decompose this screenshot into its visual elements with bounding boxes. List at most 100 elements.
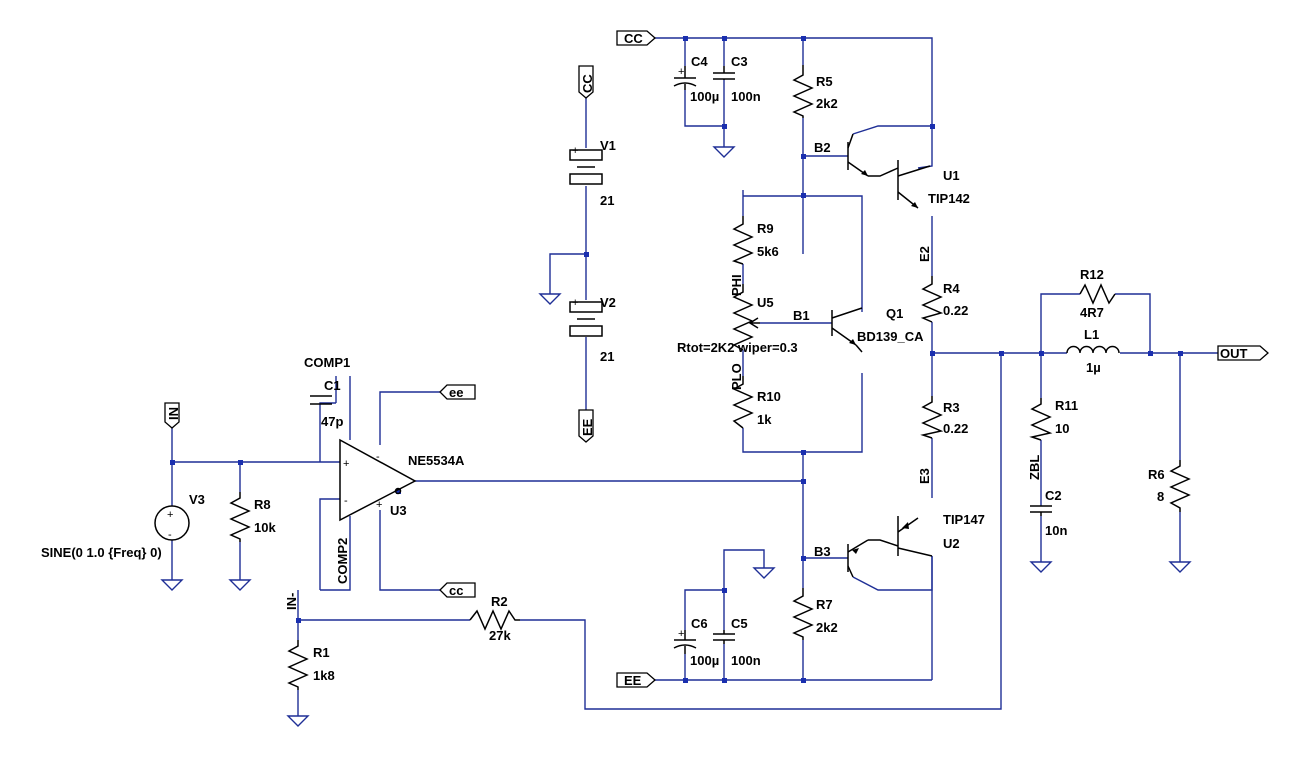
- v2-value: 21: [600, 349, 614, 364]
- u5-potentiometer: [732, 284, 754, 351]
- v1-battery: [569, 149, 603, 185]
- ee-small-flag: [439, 384, 476, 400]
- c6-capacitor: [673, 630, 697, 654]
- comp2-label: COMP2: [335, 538, 350, 584]
- svg-text:+: +: [572, 297, 578, 309]
- v1-value: 21: [600, 193, 614, 208]
- v2-battery: [569, 301, 603, 337]
- plo-label: PLO: [729, 363, 744, 390]
- r8-label: R8: [254, 497, 271, 512]
- l1-value: 1µ: [1086, 360, 1101, 375]
- cc-v1-flag: [578, 65, 594, 99]
- svg-text:-: -: [344, 495, 348, 507]
- q1-transistor: [831, 307, 863, 353]
- r4-resistor: [920, 276, 944, 323]
- junctions: [170, 36, 1183, 683]
- v3-label: V3: [189, 492, 205, 507]
- r9-resistor: [731, 216, 754, 265]
- r9-value: 5k6: [757, 244, 779, 259]
- b3-label: B3: [814, 544, 831, 559]
- c5-value: 100n: [731, 653, 761, 668]
- ground-icon: [286, 715, 310, 727]
- ground-icon: [712, 146, 736, 158]
- svg-text:cc: cc: [449, 583, 463, 598]
- ne5534a-opamp: + - - +: [339, 438, 417, 522]
- v2-label: V2: [600, 295, 616, 310]
- r8-resistor: [229, 492, 251, 542]
- r10-label: R10: [757, 389, 781, 404]
- b2-label: B2: [814, 140, 831, 155]
- r5-value: 2k2: [816, 96, 838, 111]
- r3-value: 0.22: [943, 421, 968, 436]
- svg-text:EE: EE: [624, 673, 642, 688]
- ee-bottom-flag: [616, 672, 656, 688]
- c2-capacitor: [1030, 505, 1052, 516]
- r4-label: R4: [943, 281, 960, 296]
- svg-text:ee: ee: [449, 385, 463, 400]
- c3-value: 100n: [731, 89, 761, 104]
- r1-label: R1: [313, 645, 330, 660]
- c4-capacitor: [673, 66, 697, 90]
- u1-label: U1: [943, 168, 960, 183]
- c4-label: C4: [691, 54, 708, 69]
- in-minus-label: IN-: [284, 593, 299, 610]
- phi-label: PHI: [729, 274, 744, 296]
- r6-resistor: [1169, 460, 1191, 512]
- svg-text:CC: CC: [624, 31, 643, 46]
- c3-capacitor: [713, 66, 735, 80]
- e2-label: E2: [917, 246, 932, 262]
- r2-value: 27k: [489, 628, 511, 643]
- svg-text:IN: IN: [166, 407, 181, 420]
- u2-transistor: [847, 516, 933, 578]
- svg-text:+: +: [167, 509, 173, 521]
- svg-text:+: +: [678, 66, 684, 78]
- v3-value: SINE(0 1.0 {Freq} 0): [41, 545, 162, 560]
- svg-text:CC: CC: [580, 74, 595, 93]
- c1-value: 47p: [321, 414, 343, 429]
- comp1-label: COMP1: [304, 355, 350, 370]
- r11-value: 10: [1055, 421, 1069, 436]
- u5-label: U5: [757, 295, 774, 310]
- r2-label: R2: [491, 594, 508, 609]
- r10-value: 1k: [757, 412, 772, 427]
- v3-sine-source: + -: [154, 492, 190, 546]
- ground-icon: [538, 293, 562, 305]
- svg-text:+: +: [572, 145, 578, 157]
- b1-label: B1: [793, 308, 810, 323]
- q1-label: Q1: [886, 306, 903, 321]
- r3-label: R3: [943, 400, 960, 415]
- r6-value: 8: [1157, 489, 1164, 504]
- u2-value: TIP147: [943, 512, 985, 527]
- c2-label: C2: [1045, 488, 1062, 503]
- svg-text:OUT: OUT: [1220, 346, 1248, 361]
- q1-value: BD139_CA: [857, 329, 924, 344]
- u5-wiper-arrow: [748, 317, 760, 329]
- r11-resistor: [1029, 398, 1053, 441]
- r7-resistor: [792, 588, 814, 640]
- c4-value: 100µ: [690, 89, 719, 104]
- cc-top-flag: [616, 30, 656, 46]
- r11-label: R11: [1055, 398, 1078, 413]
- r12-value: 4R7: [1080, 305, 1104, 320]
- out-flag: [1217, 345, 1269, 361]
- svg-text:+: +: [376, 499, 382, 511]
- c6-label: C6: [691, 616, 708, 631]
- svg-text:-: -: [168, 529, 172, 541]
- r9-label: R9: [757, 221, 774, 236]
- v1-label: V1: [600, 138, 616, 153]
- r12-label: R12: [1080, 267, 1104, 282]
- ground-icon: [752, 567, 776, 579]
- r1-resistor: [287, 640, 309, 690]
- r7-value: 2k2: [816, 620, 838, 635]
- r4-value: 0.22: [943, 303, 968, 318]
- ee-v2-flag: [578, 409, 594, 443]
- e3-label: E3: [917, 468, 932, 484]
- r5-label: R5: [816, 74, 833, 89]
- svg-text:-: -: [376, 451, 380, 463]
- zbl-label: ZBL: [1027, 455, 1042, 480]
- c6-value: 100µ: [690, 653, 719, 668]
- wires: [171, 37, 1218, 716]
- u5-params: Rtot=2K2 wiper=0.3: [677, 340, 798, 355]
- l1-inductor: [1066, 345, 1120, 354]
